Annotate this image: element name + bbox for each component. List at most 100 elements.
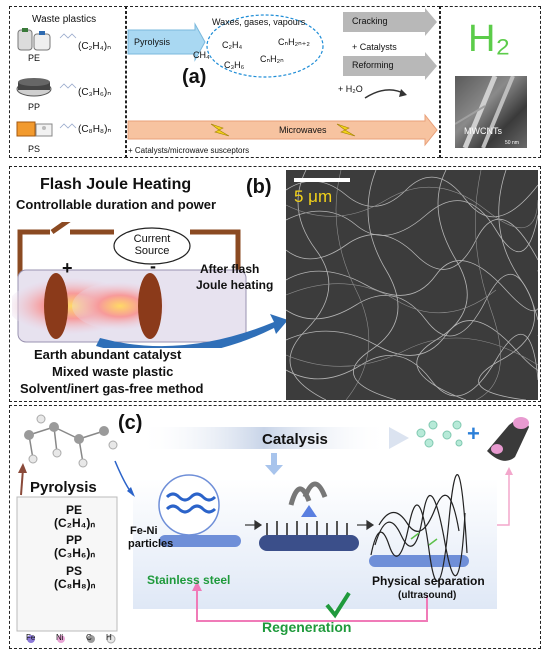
susceptors-label: + Catalysts/microwave susceptors [128, 146, 250, 155]
after-flash-arrow [96, 314, 288, 348]
reforming-arrow [343, 52, 437, 80]
ultrasound-label: (ultrasound) [398, 590, 457, 601]
right-electrode [138, 273, 162, 339]
output-arrow [497, 471, 510, 526]
bullet-waste: Mixed waste plastic [52, 364, 174, 379]
mwcnt-sem-image [455, 76, 527, 148]
lightning-icon-left [210, 123, 230, 137]
legend-ni-dot [57, 635, 65, 643]
pe-label: PE [28, 53, 41, 63]
species-c3h6: C₃H₆ [224, 60, 245, 70]
cracking-label: Cracking [352, 16, 388, 26]
cnt-growth-rod [259, 481, 359, 551]
species-ch4: CH₄ [193, 50, 210, 60]
regeneration-loop [196, 585, 428, 622]
waste-plastics-title: Waste plastics [32, 14, 97, 25]
nanotube-texture [286, 170, 538, 400]
panel-a-process-box [125, 6, 440, 158]
scale-bar [294, 178, 350, 182]
panel-c-label: (c) [118, 412, 143, 434]
left-electrode [44, 273, 68, 339]
ps-c-label: PS [66, 564, 83, 578]
bullet-catalyst: Earth abundant catalyst [34, 347, 182, 362]
regeneration-label: Regeneration [262, 619, 352, 635]
mwcnts-label: MWCNTs [464, 126, 502, 136]
legend-h-dot [106, 634, 116, 644]
pp-label: PP [28, 102, 41, 112]
species-cnh2n2: CₙH₂ₙ₊₂ [278, 37, 310, 47]
species-cnh2n: CₙH₂ₙ [260, 54, 284, 64]
sem-tubes [455, 76, 515, 148]
reforming-label: Reforming [352, 60, 394, 70]
water-label: + H₂O [338, 84, 363, 94]
panel-c-box [9, 405, 541, 649]
pp-formula: (C₃H₆)ₙ [78, 87, 112, 98]
ps-c-formula: (C₈H₈)ₙ [54, 577, 96, 591]
pp-container-icon [16, 78, 52, 97]
process-flow-arrows [245, 519, 375, 531]
fjh-title: Flash Joule Heating [40, 176, 192, 193]
legend-c-dot [87, 635, 95, 643]
particles-label: particles [128, 538, 174, 550]
separation-label: Physical separation [372, 574, 485, 588]
panel-a-products-box [440, 6, 541, 158]
dispersed-cnts-icon [416, 420, 463, 448]
pe-c-label: PE [66, 503, 83, 517]
pyrolysis-label: Pyrolysis [134, 37, 171, 47]
bullet-method: Solvent/inert gas-free method [20, 381, 204, 396]
after-flash-line1: After flash [200, 262, 260, 276]
panel-a-arrows [127, 8, 438, 147]
after-flash-line2: Joule heating [196, 278, 274, 292]
legend-ni-label: Ni [56, 633, 64, 642]
plastics-column [16, 496, 118, 632]
fjh-circuit [12, 222, 288, 348]
microwaves-label: Microwaves [279, 125, 327, 135]
cnt-bundle-icon [487, 417, 529, 461]
reforming-curl-arrow [364, 89, 406, 99]
microwave-arrow [127, 113, 438, 147]
pe-bottles-icon [17, 28, 51, 51]
plastic-chain-icons [59, 33, 77, 129]
ps-foam-icon [16, 121, 53, 137]
legend-fe-dot [27, 635, 35, 643]
panel-b-box [9, 166, 541, 402]
species-c2h4: C₂H₄ [222, 40, 243, 50]
ps-formula: (C₈H₈)ₙ [78, 124, 112, 135]
products-ellipse [206, 14, 324, 78]
ps-label: PS [28, 144, 41, 154]
feni-label: Fe-Ni [130, 525, 158, 537]
pyrolysis-arrow [127, 22, 206, 62]
legend-h-label: H [106, 633, 112, 642]
legend-fe-label: Fe [26, 633, 36, 642]
polymer-molecule [28, 426, 105, 464]
pyrolysis-c-label: Pyrolysis [30, 479, 97, 496]
catalysis-band [139, 427, 389, 449]
sem-scale-label: 50 nm [505, 140, 519, 146]
catalysts-label: + Catalysts [352, 42, 397, 52]
panel-c-graphics: + [16, 414, 529, 644]
check-icon [325, 591, 351, 619]
minus-sign: - [150, 256, 156, 276]
pe-formula: (C₂H₄)ₙ [78, 41, 112, 52]
plus-sign: + [62, 258, 73, 278]
pp-c-formula: (C₃H₆)ₙ [54, 546, 96, 560]
catalysis-label: Catalysis [262, 431, 328, 448]
scale-bar-label: 5 μm [294, 187, 333, 206]
cracking-arrow [343, 8, 437, 36]
pe-c-formula: (C₂H₄)ₙ [54, 516, 96, 530]
stainless-steel-label: Stainless steel [147, 573, 231, 587]
products-title: Waxes, gases, vapours [212, 17, 306, 27]
plus-icon: + [467, 421, 480, 446]
lightning-icon-right [336, 123, 356, 137]
cnt-coated-rod [369, 474, 469, 582]
panel-a-plastics-box [9, 6, 127, 158]
h2-label: H₂ [468, 18, 511, 60]
stainless-steel-rod [158, 474, 241, 547]
fjh-sem-image [286, 170, 538, 400]
legend-c-label: C [86, 633, 92, 642]
catalysis-down-arrow [265, 453, 283, 475]
pp-c-label: PP [66, 533, 83, 547]
panel-a-label: (a) [182, 66, 207, 88]
fjh-subtitle: Controllable duration and power [16, 197, 217, 212]
current-source-label: Current Source [133, 233, 171, 257]
